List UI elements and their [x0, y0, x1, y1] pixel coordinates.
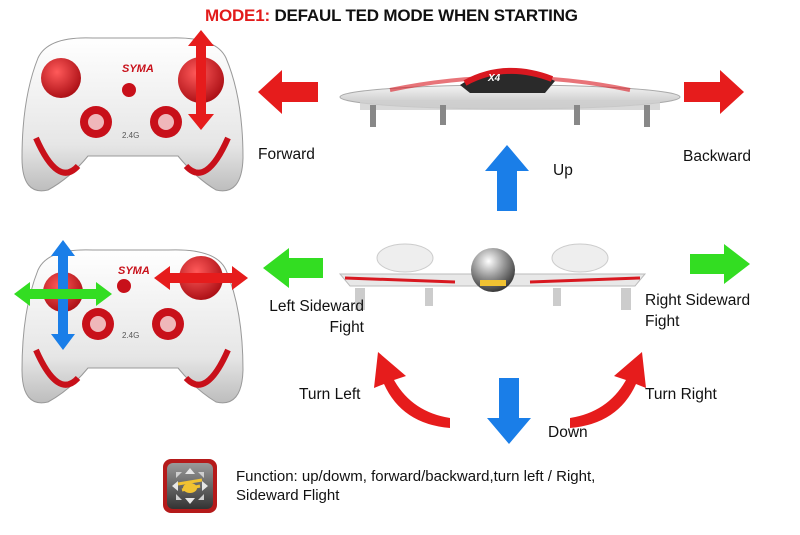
forward-arrow-icon [258, 70, 318, 114]
backward-label: Backward [683, 148, 752, 165]
function-description: Function: up/dowm, forward/backward,turn… [236, 467, 595, 505]
controller-freq-label: 2.4G [122, 131, 139, 140]
mode-description: DEFAUL TED MODE WHEN STARTING [274, 6, 578, 25]
right-sideward-arrow-icon [690, 244, 750, 284]
drone-model-label: X4 [487, 73, 501, 84]
turn-left-arrow-icon [374, 352, 450, 428]
forward-label: Forward [258, 146, 315, 163]
right-sideward-label-line2: Fight [645, 313, 680, 330]
svg-text:2.4G: 2.4G [122, 331, 139, 340]
svg-text:SYMA: SYMA [122, 63, 154, 75]
function-drone-icon [163, 459, 217, 513]
right-sideward-label-line1: Right Sideward [645, 292, 751, 309]
down-label: Down [548, 424, 588, 441]
left-sideward-label: Left Sideward Fight [240, 296, 364, 338]
svg-text:SYMA: SYMA [118, 265, 150, 277]
function-line2: Sideward Flight [236, 487, 340, 504]
left-sideward-label-line1: Left Sideward [269, 298, 364, 315]
turn-right-arrow-icon [570, 352, 646, 428]
up-arrow-icon [485, 145, 529, 211]
controller-top-image: SYMA 2.4G [21, 30, 244, 192]
backward-arrow-icon [684, 70, 744, 114]
left-sideward-arrow-icon [263, 248, 323, 288]
up-label: Up [553, 162, 573, 179]
right-sideward-label: Right Sideward Fight [645, 290, 750, 332]
controller-bottom-image: SYMA 2.4G [14, 240, 248, 404]
mode-label: MODE1: [205, 6, 270, 25]
down-arrow-icon [487, 378, 531, 444]
drone-side-view: X4 [339, 68, 681, 127]
left-sideward-label-line2: Fight [329, 319, 364, 336]
page-title: MODE1: DEFAUL TED MODE WHEN STARTING [205, 6, 578, 26]
turn-right-label: Turn Right [645, 386, 717, 403]
turn-left-label: Turn Left [299, 386, 361, 403]
drone-front-view [338, 243, 647, 310]
function-line1: Function: up/dowm, forward/backward,turn… [236, 468, 596, 485]
